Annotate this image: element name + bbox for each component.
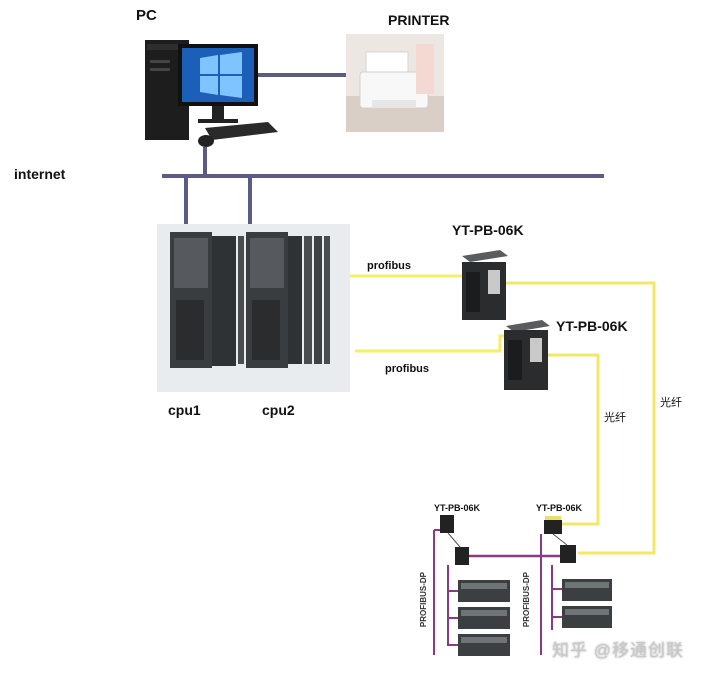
- printer-label: PRINTER: [388, 12, 450, 28]
- cpu2-label: cpu2: [262, 402, 295, 418]
- converter-right-small-label: YT-PB-06K: [536, 503, 583, 513]
- pc-computer-icon: [145, 40, 278, 147]
- cpu1-label: cpu1: [168, 402, 201, 418]
- plc-rack-icon: [157, 224, 350, 392]
- pc-label: PC: [136, 7, 157, 24]
- watermark: 知乎 @移通创联: [552, 641, 684, 660]
- profibus-bottom-label: profibus: [385, 363, 429, 375]
- profibus-dp-left-label: PROFIBUS-DP: [419, 572, 428, 628]
- converter-top-icon: [462, 250, 508, 320]
- profibus-top-label: profibus: [367, 260, 411, 272]
- profibus-link-bottom: [355, 334, 510, 353]
- profibus-dp-right-label: PROFIBUS-DP: [522, 572, 531, 628]
- printer-icon: [346, 34, 444, 132]
- converter-left-small-label: YT-PB-06K: [434, 503, 481, 513]
- fiber-link-right: [506, 281, 656, 555]
- field-network: [433, 515, 612, 656]
- fiber-left-label: 光纤: [604, 412, 626, 424]
- converter-mid-icon: [504, 320, 550, 390]
- converter-mid-label: YT-PB-06K: [556, 318, 628, 334]
- internet-label: internet: [14, 166, 66, 182]
- fiber-link-left: [548, 353, 600, 526]
- fiber-right-label: 光纤: [660, 397, 682, 409]
- converter-top-label: YT-PB-06K: [452, 222, 524, 238]
